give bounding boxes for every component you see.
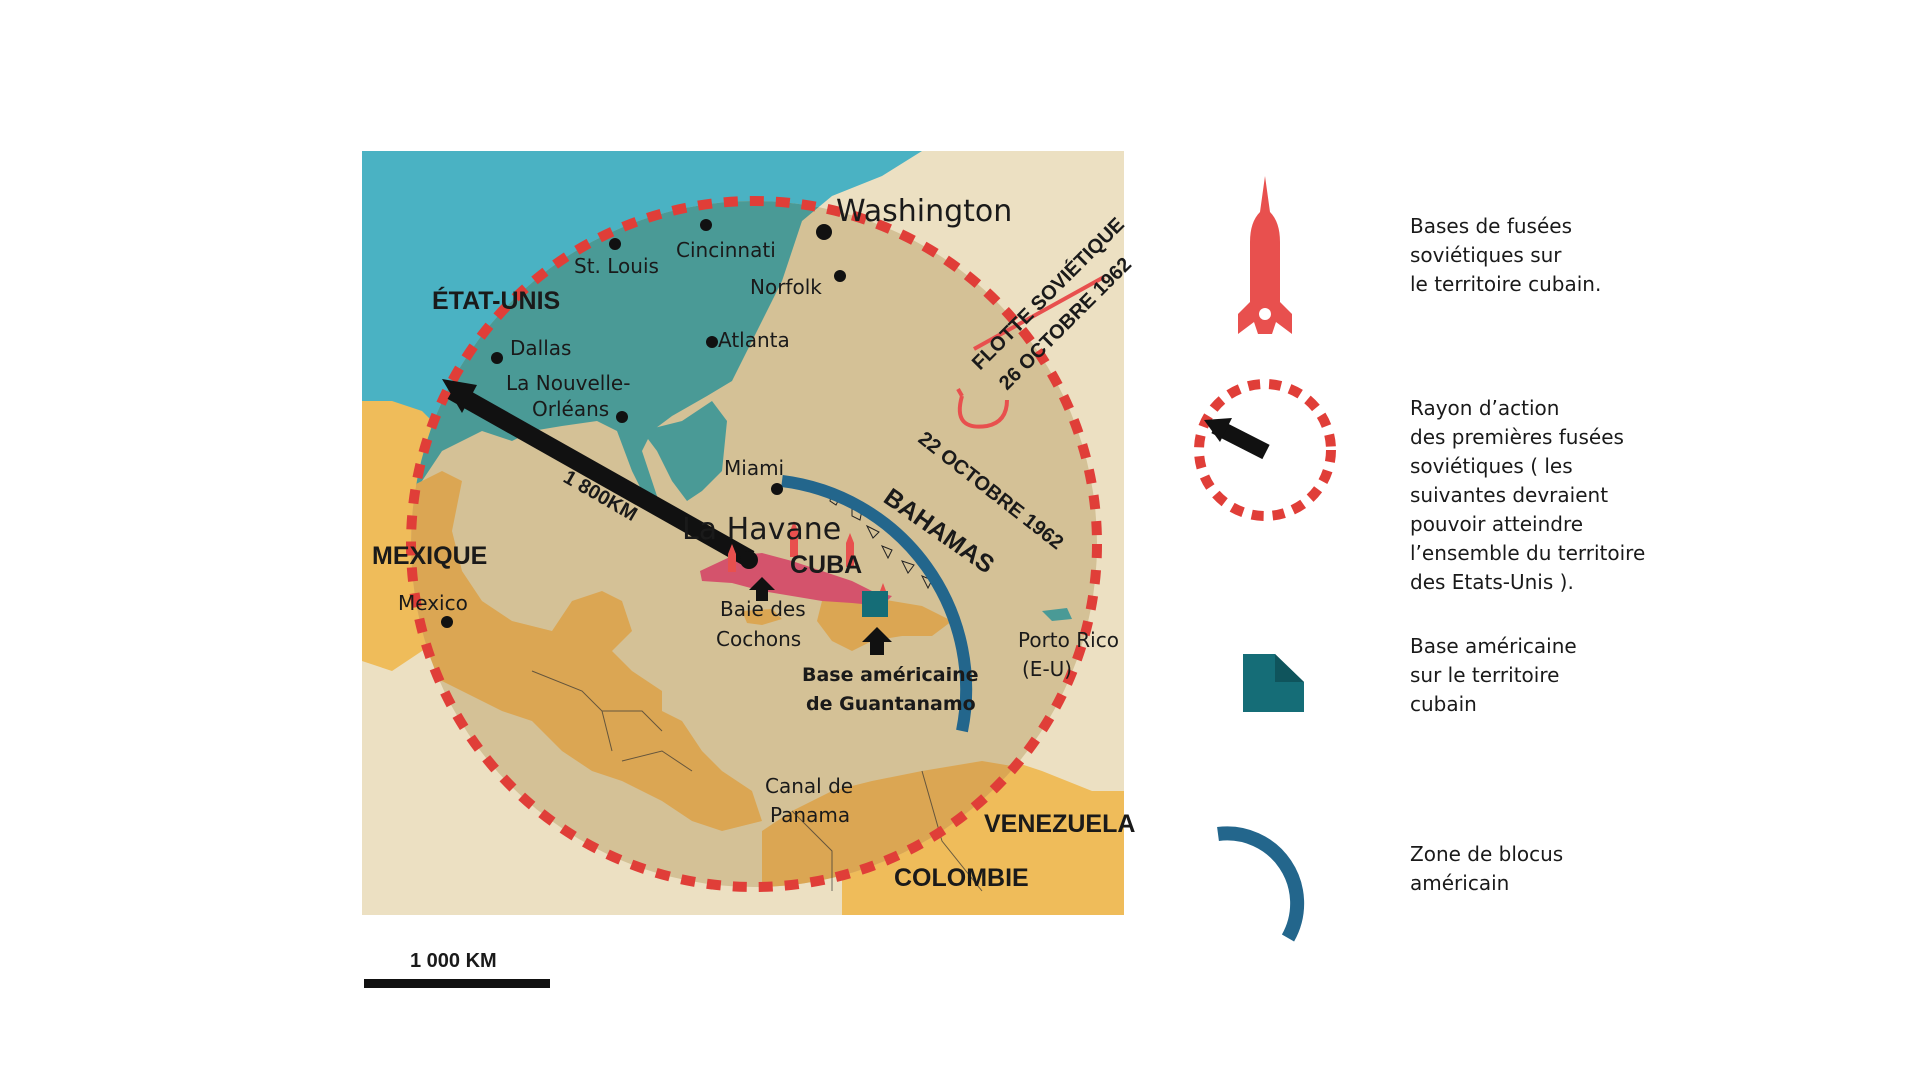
country-label-cuba: CUBA bbox=[790, 551, 862, 579]
country-borders bbox=[531, 670, 983, 892]
legend-text-missile-range: Rayon d’action des premières fusées sovi… bbox=[1410, 396, 1646, 594]
legend-text-blockade: Zone de blocus américain bbox=[1410, 842, 1564, 895]
city-label-washington: Washington bbox=[836, 194, 1012, 229]
range-arrow bbox=[442, 379, 755, 567]
bay-pigs-arrow bbox=[749, 577, 775, 601]
soviet-fleet-line bbox=[973, 275, 1105, 351]
norfolk-dot bbox=[834, 270, 846, 282]
place-label-panama-2: Panama bbox=[770, 803, 850, 827]
place-label-bay-pigs-1: Baie des bbox=[720, 597, 806, 621]
washington-dot bbox=[816, 224, 832, 240]
place-label-bay-pigs-2: Cochons bbox=[716, 627, 801, 651]
city-label-cincinnati: Cincinnati bbox=[676, 238, 776, 262]
city-label-new-orleans-2: Orléans bbox=[532, 397, 609, 421]
city-label-dallas: Dallas bbox=[510, 336, 571, 360]
city-label-st-louis: St. Louis bbox=[574, 254, 659, 278]
jamaica bbox=[742, 609, 782, 625]
city-label-atlanta: Atlanta bbox=[718, 328, 790, 352]
range-circle-icon bbox=[1180, 370, 1350, 530]
guantanamo-arrow bbox=[862, 627, 892, 655]
legend: Bases de fusées soviétiques sur le terri… bbox=[1180, 150, 1740, 950]
city-label-mexico: Mexico bbox=[398, 591, 468, 615]
cincinnati-dot bbox=[700, 219, 712, 231]
scale-bar: 1 000 KM bbox=[364, 950, 550, 988]
missile-icon-3 bbox=[846, 533, 854, 567]
soviet-fleet-marker bbox=[957, 395, 1009, 429]
city-label-new-orleans-1: La Nouvelle- bbox=[506, 371, 630, 395]
hispaniola bbox=[817, 596, 952, 651]
map-panel: Washington Cincinnati St. Louis Norfolk … bbox=[362, 151, 1136, 915]
legend-text-missile-bases: Bases de fusées soviétiques sur le terri… bbox=[1410, 214, 1602, 296]
miami-dot bbox=[771, 483, 783, 495]
place-label-puerto-rico-2: (E-U) bbox=[1022, 657, 1072, 681]
caribbean-map: Washington Cincinnati St. Louis Norfolk … bbox=[362, 151, 1136, 915]
legend-text-us-base: Base américaine sur le territoire cubain bbox=[1410, 634, 1577, 716]
mexico-central-america bbox=[411, 471, 762, 831]
pointer-arrows bbox=[749, 577, 892, 655]
missile-icon-2 bbox=[790, 521, 798, 557]
havana-dot bbox=[740, 551, 758, 569]
country-label-venezuela: VENEZUELA bbox=[984, 810, 1135, 838]
new-orleans-dot bbox=[616, 411, 628, 423]
missile-range-circle bbox=[406, 196, 1102, 892]
dallas-dot bbox=[491, 352, 503, 364]
place-label-guantanamo-2: de Guantanamo bbox=[806, 693, 976, 715]
missile-icon bbox=[1180, 162, 1350, 334]
place-label-panama-1: Canal de bbox=[765, 774, 853, 798]
atlanta-dot bbox=[706, 336, 718, 348]
blockade-arc bbox=[781, 475, 973, 733]
mexico-city-dot bbox=[441, 616, 453, 628]
st-louis-dot bbox=[609, 238, 621, 250]
country-label-mexico: MEXIQUE bbox=[372, 542, 487, 570]
country-label-usa: ÉTAT-UNIS bbox=[432, 286, 560, 315]
city-label-norfolk: Norfolk bbox=[750, 275, 822, 299]
florida bbox=[642, 401, 727, 501]
us-base-icon bbox=[1180, 620, 1350, 780]
scale-line bbox=[364, 979, 550, 988]
guantanamo-base-marker bbox=[862, 591, 888, 617]
city-label-havana: La Havane bbox=[682, 512, 841, 547]
place-label-guantanamo-1: Base américaine bbox=[802, 664, 979, 686]
city-dots bbox=[441, 219, 846, 628]
soviet-fleet-hook-tip bbox=[956, 388, 964, 397]
puerto-rico bbox=[1042, 608, 1072, 621]
place-label-puerto-rico-1: Porto Rico bbox=[1018, 628, 1119, 652]
scale-label: 1 000 KM bbox=[410, 950, 497, 972]
city-label-miami: Miami bbox=[724, 456, 784, 480]
missile-icon-1 bbox=[728, 544, 736, 572]
blockade-arc-icon bbox=[1180, 800, 1350, 960]
country-label-colombia: COLOMBIE bbox=[894, 864, 1029, 892]
